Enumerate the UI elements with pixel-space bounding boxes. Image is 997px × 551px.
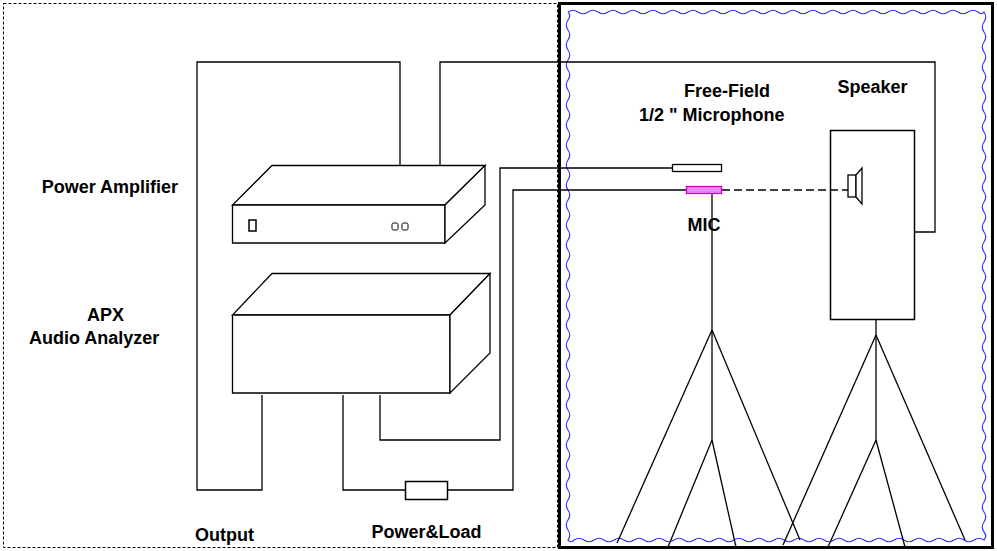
signal-wire (722, 189, 848, 190)
power-load-shape (405, 481, 448, 500)
signal-wire (448, 190, 686, 490)
input-jack (392, 223, 398, 230)
power-amplifier: Power Amplifier (232, 165, 487, 245)
chamber-wall (560, 4, 993, 548)
microphone-body (673, 165, 722, 172)
amplifier-side (445, 166, 485, 244)
node-label: APX Audio Analyzer (29, 304, 174, 350)
free-field-microphone: Free-Field 1/2 " Microphone (672, 164, 722, 172)
speaker-tripod (783, 320, 965, 547)
input-jack (402, 223, 408, 230)
analyzer-top (233, 274, 491, 316)
analyzer-front (233, 315, 451, 393)
test-microphone-shape (686, 186, 722, 194)
node-label: Free-Field 1/2 " Microphone (639, 79, 791, 127)
audio-analyzer: APX Audio Analyzer (232, 273, 492, 395)
anechoic-lining (566, 10, 986, 542)
test-microphone: MIC (686, 186, 722, 194)
amplifier-top (233, 166, 486, 206)
power-amplifier-shape (232, 165, 487, 245)
mic-tripod (617, 194, 800, 547)
signal-wire (343, 395, 405, 490)
load-box (406, 482, 448, 500)
output-label: Output (195, 524, 254, 546)
power-switch (249, 220, 256, 231)
speaker-cone (856, 168, 862, 204)
speaker-shape (830, 130, 915, 320)
power-load: Power&Load (405, 481, 448, 500)
speaker-driver (848, 175, 856, 197)
speaker: Speaker (830, 130, 915, 320)
amplifier-front (233, 205, 446, 243)
node-label: Power Amplifier (42, 176, 178, 198)
signal-wire (440, 62, 935, 232)
node-label: Speaker (837, 76, 907, 98)
node-label: Power&Load (371, 521, 481, 543)
bench-area (4, 4, 558, 548)
speaker-cabinet (831, 131, 915, 320)
node-label: MIC (688, 214, 721, 236)
analyzer-side (450, 274, 490, 394)
free-field-microphone-shape (672, 164, 722, 172)
audio-analyzer-shape (232, 273, 492, 395)
microphone-body (687, 187, 722, 194)
